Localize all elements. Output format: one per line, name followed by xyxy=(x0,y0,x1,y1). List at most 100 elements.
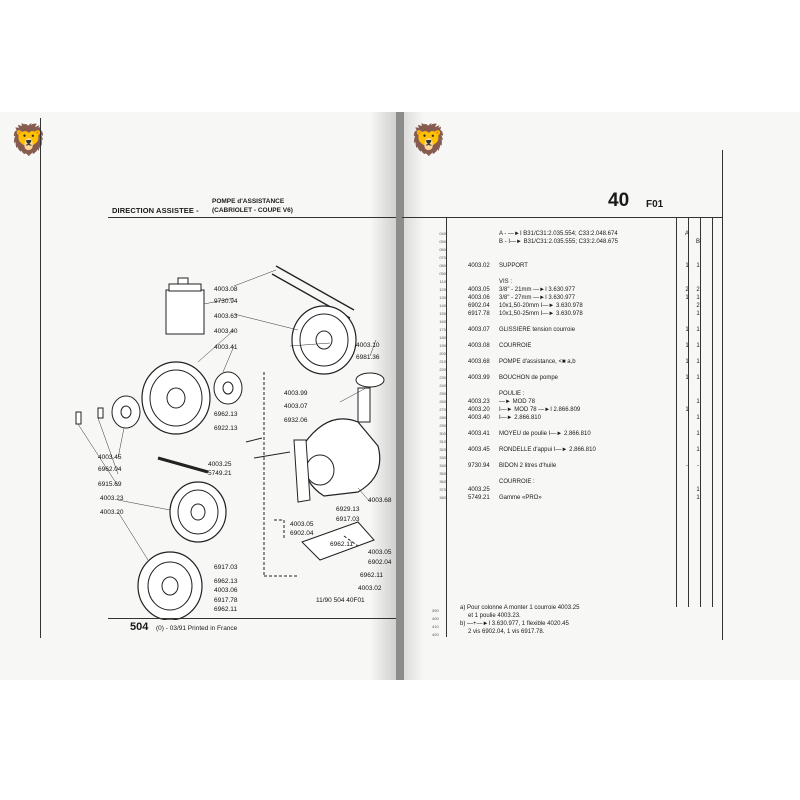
line-number: 130 xyxy=(439,295,446,300)
table-row: 200 xyxy=(402,350,800,358)
pulley-hub-shape xyxy=(213,371,243,405)
callout-4003-99: 4003.99 xyxy=(284,390,308,397)
right-page xyxy=(402,112,800,680)
callout-4003-25: 4003.25 xyxy=(208,461,232,468)
part-description: MOYEU de poulie I—► 2.866.810 xyxy=(499,431,591,437)
line-number: 120 xyxy=(439,287,446,292)
crank-pulley-shape xyxy=(137,551,203,620)
callout-6902-04: 6902.04 xyxy=(290,530,314,537)
callout-5749-21: 5749.21 xyxy=(208,470,232,477)
callout-4003-41: 4003.41 xyxy=(214,344,238,351)
part-reference: 4003.23 xyxy=(468,399,490,405)
page-heading: DIRECTION ASSISTEE - xyxy=(112,206,199,215)
line-number: 260 xyxy=(439,399,446,404)
peugeot-lion-icon: 🦁 xyxy=(10,123,48,158)
note-line-no: 410 xyxy=(432,624,439,629)
book-gutter xyxy=(396,112,404,680)
line-number: 270 xyxy=(439,407,446,412)
quantity-column-b: 2 xyxy=(696,287,700,293)
callout-6917-03-lower: 6917.03 xyxy=(214,564,238,571)
line-number: 320 xyxy=(439,447,446,452)
callout-6962-13: 6962.13 xyxy=(214,411,238,418)
pump-body-shape xyxy=(302,372,385,497)
quantity-column-a: 1 xyxy=(685,407,689,413)
part-description: 10x1,50-25mm I—► 3.630.978 xyxy=(499,311,583,317)
exploded-view-diagram: 4003.08 9730.94 4003.63 4003.40 4003.41 … xyxy=(75,265,392,620)
callout-6917-78: 6917.78 xyxy=(214,597,238,604)
line-number: 300 xyxy=(439,431,446,436)
pump-pulley-shape xyxy=(291,305,357,375)
diagram-code: 11/90 504 40F01 xyxy=(316,597,365,604)
table-row: 160 xyxy=(402,318,800,326)
table-row: 180 xyxy=(402,334,800,342)
quantity-column-b: 1 xyxy=(696,343,700,349)
quantity-column-b: 1 xyxy=(696,295,700,301)
quantity-column-b: 2 xyxy=(696,303,700,309)
callout-4003-20: 4003.20 xyxy=(100,509,124,516)
large-pulley-shape xyxy=(141,361,211,435)
callout-6962-11-lower: 6962.11 xyxy=(360,572,383,579)
callout-4003-06: 4003.06 xyxy=(214,587,238,594)
part-description: COURROIE : xyxy=(499,479,535,485)
callout-4003-08: 4003.08 xyxy=(214,286,238,293)
assembly-guide-lines xyxy=(263,372,359,577)
peugeot-lion-icon: 🦁 xyxy=(410,123,448,158)
callout-4003-40: 4003.40 xyxy=(214,328,238,335)
table-row: 290 xyxy=(402,422,800,430)
line-number: 350 xyxy=(439,471,446,476)
callout-6962-13-lower: 6962.13 xyxy=(214,578,238,585)
quantity-column-b: - xyxy=(697,463,699,469)
table-row: 310 xyxy=(402,438,800,446)
callout-6962-04: 6962.04 xyxy=(98,466,122,473)
part-reference: 4003.45 xyxy=(468,447,490,453)
oil-can-shape xyxy=(165,277,205,335)
part-description: BIDON 2 litres d'huile xyxy=(499,463,557,469)
footer-print-info: (0) - 03/91 Printed in France xyxy=(156,625,238,632)
quantity-column-b: B xyxy=(695,239,700,245)
quantity-column-a: 1 xyxy=(685,327,689,333)
part-reference: 6917.78 xyxy=(468,311,490,317)
line-number: 370 xyxy=(439,487,446,492)
quantity-column-b: 1 xyxy=(696,415,700,421)
callout-4003-10: 4003.10 xyxy=(356,342,380,349)
callout-6962-11-bottom: 6962.11 xyxy=(214,606,237,613)
support-washer-shape xyxy=(111,395,141,429)
section-code: F01 xyxy=(646,199,664,210)
callout-4003-45: 4003.45 xyxy=(98,454,122,461)
table-row: 360 COURROIE : xyxy=(402,478,800,486)
line-number: 360 xyxy=(439,479,446,484)
line-number: 110 xyxy=(439,279,446,284)
line-number: 250 xyxy=(439,391,446,396)
line-number: 310 xyxy=(439,439,446,444)
part-description: 3/8" - 27mm —►I 3.630.977 xyxy=(499,295,576,301)
line-number: 240 xyxy=(439,383,446,388)
table-row: 070 xyxy=(402,254,800,262)
part-description: COURROIE xyxy=(499,343,532,349)
note-line-no: 400 xyxy=(432,616,439,621)
right-heading-rule xyxy=(402,217,722,218)
line-number: 290 xyxy=(439,423,446,428)
quantity-column-a: 1 xyxy=(685,359,689,365)
part-description: I—► 2.866.810 xyxy=(499,415,541,421)
quantity-column-b: 1 xyxy=(696,495,700,501)
line-number: 230 xyxy=(439,375,446,380)
line-number: 070 xyxy=(439,255,446,260)
middle-pulley-shape xyxy=(169,481,227,543)
line-number: 210 xyxy=(439,359,446,364)
line-number: 220 xyxy=(439,367,446,372)
line-number: 340 xyxy=(439,463,446,468)
